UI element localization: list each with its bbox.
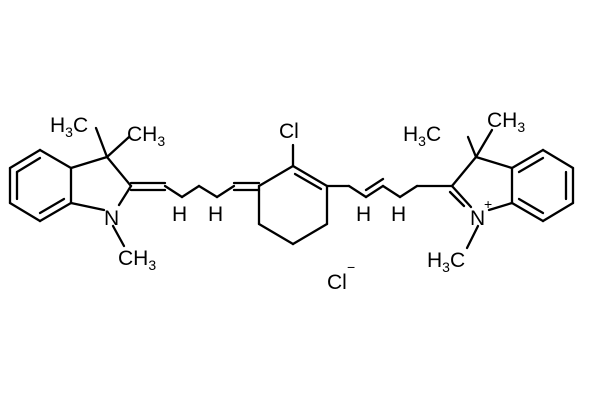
chain-hydrogen-label-2: H: [208, 203, 223, 226]
right-methyl-label-top-left: H3C: [403, 123, 441, 149]
right-pyrrolium-ring: [448, 128, 514, 250]
chain-hydrogen-label-1: H: [172, 203, 187, 226]
left-benzene-ring: [8, 148, 73, 223]
chloride-negative-charge: −: [347, 259, 355, 275]
left-methyl-label-top-right: CH3: [127, 123, 165, 149]
left-methine-chain: [129, 181, 261, 199]
chain-hydrogen-label-4: H: [391, 203, 406, 226]
right-methyl-label-top-right: CH3: [487, 109, 525, 135]
chain-hydrogen-label-3: H: [356, 203, 371, 226]
right-methine-chain: [325, 177, 454, 199]
right-nitrogen-positive-charge: +: [484, 196, 492, 212]
chlorine-substituent-label: Cl: [279, 120, 299, 143]
left-nitrogen-label: N: [104, 207, 119, 230]
central-cyclohexene-ring: [257, 143, 329, 246]
left-methyl-label-top-left: H3C: [50, 114, 88, 140]
right-benzene-ring: [510, 148, 575, 223]
left-n-methyl-label: CH3: [118, 247, 156, 273]
right-nitrogen-label: N: [470, 207, 485, 230]
right-n-methyl-label: H3C: [427, 249, 465, 275]
chloride-counter-ion-label: Cl: [327, 271, 347, 294]
left-pyrroline-ring: [69, 126, 133, 248]
